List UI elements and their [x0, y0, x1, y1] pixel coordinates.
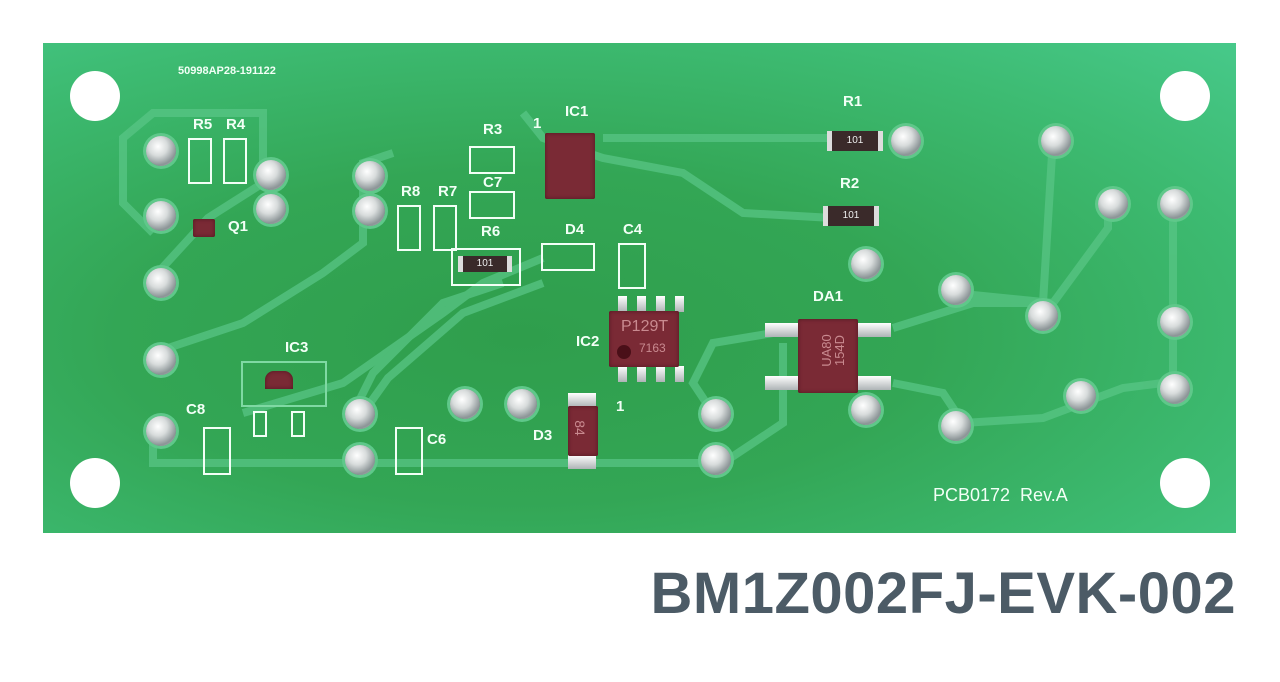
ic3-chip: [265, 371, 293, 389]
label-ic2-pin1: 1: [616, 398, 625, 415]
label-da1: DA1: [813, 288, 844, 305]
label-r2: R2: [840, 175, 860, 192]
c6-footprint: [395, 427, 423, 475]
via: [146, 268, 176, 298]
via: [146, 416, 176, 446]
da1-date-code: 154D: [832, 334, 848, 367]
label-ic1-pin1: 1: [533, 115, 542, 132]
d3-diode: 84: [568, 406, 598, 456]
label-ic3: IC3: [285, 339, 309, 356]
via: [1028, 301, 1058, 331]
via: [256, 194, 286, 224]
ic2-chip: P129T 7163: [609, 311, 679, 367]
label-q1: Q1: [228, 218, 249, 235]
via: [1098, 189, 1128, 219]
r8-footprint: [397, 205, 421, 251]
via: [891, 126, 921, 156]
r2-resistor: 101: [823, 206, 879, 226]
label-r3: R3: [483, 121, 503, 138]
via: [146, 345, 176, 375]
c8-footprint: [203, 427, 231, 475]
label-c6: C6: [427, 431, 447, 448]
ic1-chip: [545, 133, 595, 199]
label-r1: R1: [843, 93, 863, 110]
via: [146, 201, 176, 231]
d3-marking: 84: [571, 420, 588, 436]
via: [1066, 381, 1096, 411]
label-ic1: IC1: [565, 103, 589, 120]
via: [1160, 189, 1190, 219]
via: [256, 160, 286, 190]
via: [355, 161, 385, 191]
label-r6: R6: [481, 223, 501, 240]
label-r4: R4: [226, 116, 246, 133]
board-revision-marking: PCB0172 Rev.A: [933, 485, 1068, 505]
r6-resistor: 101: [458, 256, 512, 272]
mounting-hole: [1160, 71, 1210, 121]
q1-transistor: [193, 219, 215, 237]
label-c7: C7: [483, 174, 503, 191]
via: [851, 249, 881, 279]
ic3-pad: [291, 411, 305, 437]
product-title: BM1Z002FJ-EVK-002: [650, 561, 1236, 626]
via: [941, 275, 971, 305]
label-d4: D4: [565, 221, 585, 238]
ic2-marking: P129T: [621, 318, 669, 335]
label-r8: R8: [401, 183, 421, 200]
via: [345, 445, 375, 475]
via: [1041, 126, 1071, 156]
r1-resistor: 101: [827, 131, 883, 151]
label-r7: R7: [438, 183, 458, 200]
mounting-hole: [1160, 458, 1210, 508]
ic3-footprint: [241, 361, 327, 407]
label-r5: R5: [193, 116, 213, 133]
r3-footprint: [469, 146, 515, 174]
pcb-board: 50998AP28-191122 R5 R4 Q1 R3 C7 1 IC1 R8…: [43, 43, 1236, 533]
r5-footprint: [188, 138, 212, 184]
ic3-pad: [253, 411, 267, 437]
label-ic2: IC2: [576, 333, 600, 350]
r6-footprint: [451, 248, 521, 286]
via: [345, 399, 375, 429]
mounting-hole: [70, 458, 120, 508]
via: [1160, 374, 1190, 404]
label-c8: C8: [186, 401, 206, 418]
c4-footprint: [618, 243, 646, 289]
da1-bridge: UA80 154D: [798, 319, 858, 393]
serial-marking: 50998AP28-191122: [178, 65, 276, 77]
r4-footprint: [223, 138, 247, 184]
via: [146, 136, 176, 166]
ic2-date-code: 7163: [639, 341, 666, 355]
via: [701, 445, 731, 475]
via: [450, 389, 480, 419]
r7-footprint: [433, 205, 457, 251]
via: [507, 389, 537, 419]
d4-footprint: [541, 243, 595, 271]
via: [701, 399, 731, 429]
mounting-hole: [70, 71, 120, 121]
via: [851, 395, 881, 425]
c7-footprint: [469, 191, 515, 219]
label-c4: C4: [623, 221, 643, 238]
via: [1160, 307, 1190, 337]
via: [941, 411, 971, 441]
label-d3: D3: [533, 427, 553, 444]
via: [355, 196, 385, 226]
